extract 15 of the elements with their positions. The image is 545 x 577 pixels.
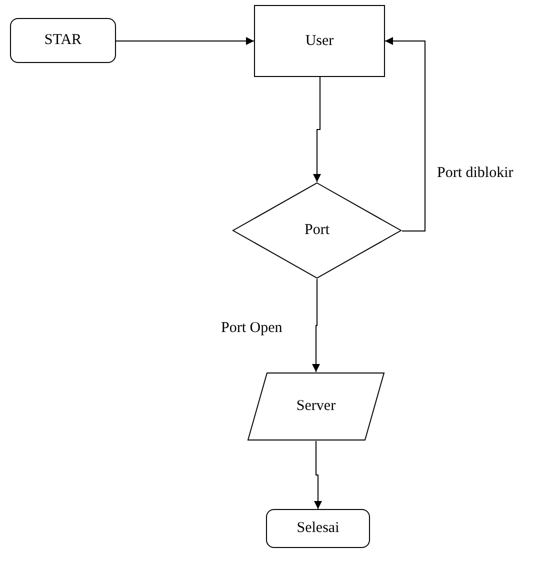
arrow [314, 440, 322, 510]
node-label: Server [295, 397, 337, 416]
decision-diamond [232, 182, 402, 279]
node-label: STAR [43, 31, 83, 50]
arrow [384, 37, 426, 232]
arrow [313, 76, 321, 182]
terminal-box [10, 18, 116, 63]
node-label: User [304, 32, 335, 50]
node-label: Port [303, 221, 330, 240]
arrow [312, 278, 320, 372]
terminal-box [266, 509, 370, 548]
data-parallelogram [247, 372, 385, 441]
node-label: Selesai [296, 519, 340, 538]
arrow [116, 37, 254, 45]
process-box [254, 5, 385, 77]
